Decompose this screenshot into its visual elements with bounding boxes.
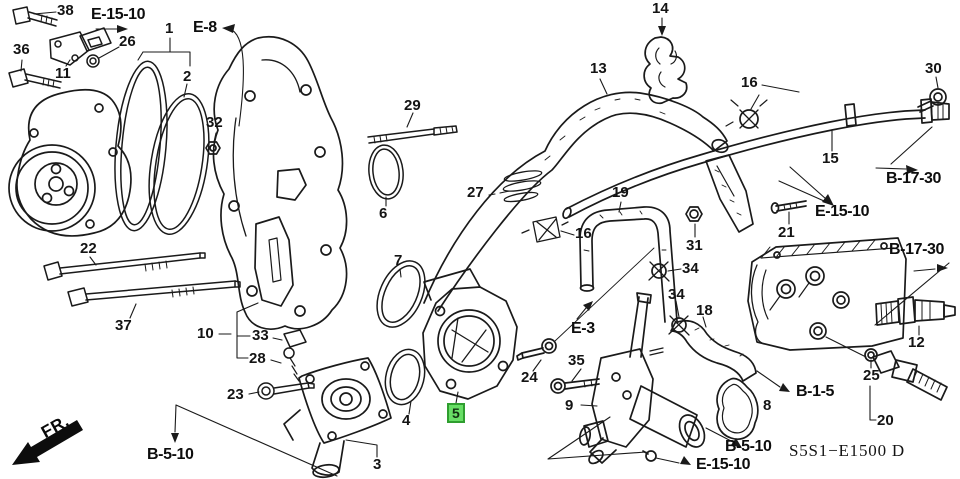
callout-10-24[interactable]: 10 [197,325,214,342]
callout-30-15[interactable]: 30 [925,60,942,77]
callout-25-36[interactable]: 25 [863,367,880,384]
callout-19-13[interactable]: 19 [612,184,629,201]
callout-8-38[interactable]: 8 [763,397,772,414]
hose-18-and-gasket-8-drawing [670,319,759,440]
callout-36-2[interactable]: 36 [13,41,30,58]
callout-11-3[interactable]: 11 [55,65,71,82]
callout-37-23[interactable]: 37 [115,317,132,334]
ref-code-e-8-1[interactable]: E-8 [193,19,217,36]
callout-2-5[interactable]: 2 [183,68,192,85]
bypass-hose-19-drawing [579,206,690,336]
callout-33-25[interactable]: 33 [252,327,269,344]
chain-case-drawing [205,36,348,330]
callout-1-4[interactable]: 1 [165,20,174,37]
callout-26-1[interactable]: 26 [119,33,136,50]
callout-20-37[interactable]: 20 [877,412,894,429]
long-bolts-drawing [43,252,315,400]
cylinder-head-drawing [747,237,956,401]
callout-24-32[interactable]: 24 [521,369,538,386]
callout-16-14[interactable]: 16 [741,74,758,91]
callout-12-35[interactable]: 12 [908,334,925,351]
callout-18-21[interactable]: 18 [696,302,713,319]
thermostat-housing-drawing [283,357,392,479]
callout-22-22[interactable]: 22 [80,240,97,257]
callout-35-33[interactable]: 35 [568,352,585,369]
callout-6-8[interactable]: 6 [379,205,388,222]
ref-code-b-1-5-6[interactable]: B-1-5 [796,383,835,400]
water-pump-drawing [8,88,132,237]
water-pipe-15-drawing [562,36,950,233]
callout-38-0[interactable]: 38 [57,2,74,19]
callout-4-29[interactable]: 4 [402,412,411,429]
callout-7-28[interactable]: 7 [394,252,403,269]
ref-code-b-5-10-7[interactable]: B-5-10 [725,438,772,455]
callout-31-18[interactable]: 31 [686,237,703,254]
callout-9-34[interactable]: 9 [565,397,574,414]
callout-3-30[interactable]: 3 [373,456,382,473]
callout-14-10[interactable]: 14 [652,0,669,17]
callout-32-6[interactable]: 32 [206,114,223,131]
thermostat-cover-drawing [422,268,518,400]
callout-27-11[interactable]: 27 [467,184,484,201]
sensor-and-bolts-drawing [8,6,112,89]
callout-13-9[interactable]: 13 [590,60,607,77]
catalog-part-code: S5S1−E1500 D [789,441,906,460]
arrowheads [117,24,948,465]
pump-gaskets-drawing [114,60,210,236]
callout-21-17[interactable]: 21 [778,224,795,241]
callout-29-7[interactable]: 29 [404,97,421,114]
callout-16-12[interactable]: 16 [575,225,592,242]
ref-code-b-5-10-9[interactable]: B-5-10 [147,446,194,463]
ref-code-b-17-30-4[interactable]: B-17-30 [889,241,945,258]
ref-code-e-15-10-8[interactable]: E-15-10 [696,456,751,473]
fr-direction-arrow [12,420,83,465]
spool-valve-drawing [516,292,706,465]
callout-28-26[interactable]: 28 [249,350,266,367]
water-hose-13-drawing [423,91,729,312]
callout-34-19[interactable]: 34 [682,260,699,277]
ref-code-b-17-30-2[interactable]: B-17-30 [886,170,942,187]
stud-and-rings-drawing [367,125,458,406]
callout-34-20[interactable]: 34 [668,286,685,303]
callout-5-31[interactable]: 5 [447,403,465,423]
callout-15-16[interactable]: 15 [822,150,839,167]
callout-23-27[interactable]: 23 [227,386,244,403]
hose-clamps-drawing [502,170,569,243]
ref-code-e-15-10-0[interactable]: E-15-10 [91,6,146,23]
ref-code-e-3-5[interactable]: E-3 [571,320,595,337]
leader-lines [20,11,950,477]
ref-code-e-15-10-3[interactable]: E-15-10 [815,203,870,220]
